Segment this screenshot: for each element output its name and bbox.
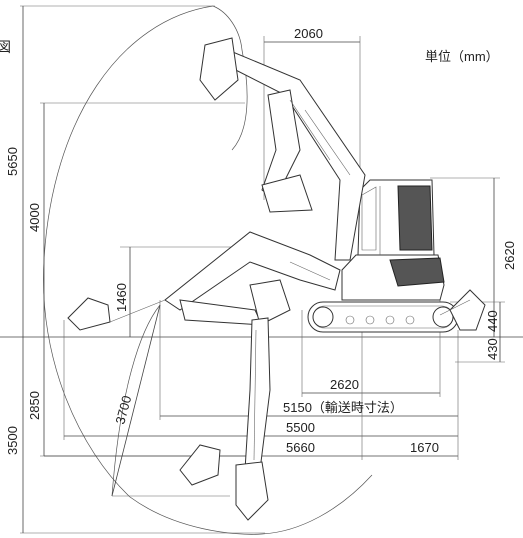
working-range-upper	[212, 5, 248, 151]
boom-horizontal	[164, 231, 341, 326]
bucket-left-ground	[67, 297, 111, 331]
dim-440: 440	[485, 310, 500, 332]
dim-5500: 5500	[286, 420, 315, 435]
dim-2620-horizontal: 2620	[330, 377, 359, 392]
dim-1670: 1670	[410, 440, 439, 455]
boom-raised	[199, 37, 366, 261]
dim-4000: 4000	[27, 203, 42, 232]
dim-5650: 5650	[5, 147, 20, 176]
arm-lowered	[235, 317, 271, 521]
corner-char: 図	[0, 39, 11, 55]
bucket-bottom	[179, 444, 221, 486]
dim-430: 430	[485, 338, 500, 360]
dim-2060: 2060	[294, 26, 323, 41]
dim-3700: 3700	[112, 394, 134, 426]
working-range-envelope	[43, 5, 373, 535]
dim-3500: 3500	[5, 426, 20, 455]
dim-2850: 2850	[27, 391, 42, 420]
dim-1460: 1460	[114, 283, 129, 312]
crawler-track	[307, 301, 459, 333]
working-range-lower-inner	[111, 304, 161, 497]
unit-label: 単位（mm）	[425, 49, 499, 64]
dim-5660: 5660	[286, 440, 315, 455]
operator-cab	[357, 179, 435, 256]
dim-5150-transport: 5150（輸送時寸法）	[283, 400, 403, 415]
dim-line-3700	[111, 304, 161, 497]
dozer-blade	[449, 289, 486, 331]
dim-2620-vertical: 2620	[502, 241, 517, 270]
